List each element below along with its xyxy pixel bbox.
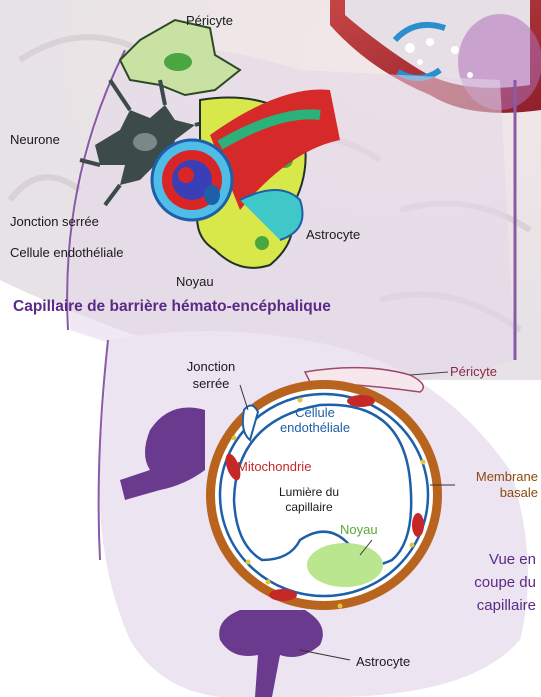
- label-jonction-line2: serrée: [176, 377, 246, 390]
- label-pericyte-bottom: Péricyte: [450, 365, 497, 378]
- label-cellule-line2: endothéliale: [262, 421, 368, 434]
- label-membrane-line1: Membrane: [446, 470, 538, 483]
- label-jonction-line1: Jonction: [176, 360, 246, 373]
- label-cellule-endotheliale-top: Cellule endothéliale: [10, 246, 123, 259]
- label-jonction-serree-top: Jonction serrée: [10, 215, 99, 228]
- label-vue-line3: capillaire: [430, 598, 536, 613]
- label-membrane-line2: basale: [446, 486, 538, 499]
- diagram-title: Capillaire de barrière hémato-encéphaliq…: [13, 298, 331, 316]
- label-noyau-top: Noyau: [176, 275, 214, 288]
- label-vue-line1: Vue en: [430, 552, 536, 567]
- label-cellule-line1: Cellule: [270, 406, 360, 419]
- label-pericyte-top: Péricyte: [186, 14, 233, 27]
- label-astrocyte-bottom: Astrocyte: [356, 655, 410, 668]
- label-mitochondrie: Mitochondrie: [237, 460, 311, 473]
- label-lumiere-line1: Lumière du: [255, 486, 363, 498]
- label-lumiere-line2: capillaire: [255, 501, 363, 513]
- label-neurone: Neurone: [10, 133, 60, 146]
- label-noyau-bottom: Noyau: [340, 523, 378, 536]
- label-astrocyte-top: Astrocyte: [306, 228, 360, 241]
- label-vue-line2: coupe du: [430, 575, 536, 590]
